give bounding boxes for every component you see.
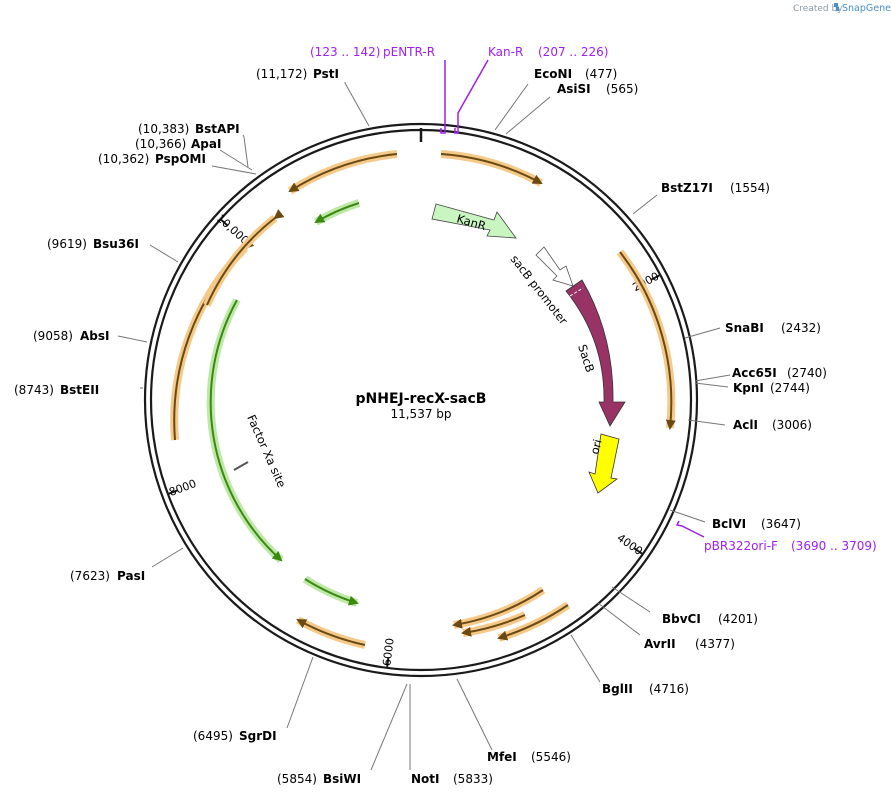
ori-arrow	[588, 433, 620, 494]
tick-label: 4000	[615, 531, 645, 558]
tick-mark	[386, 657, 390, 667]
site-name: SgrDI	[239, 729, 277, 743]
site-pos: (5854)	[277, 772, 317, 786]
snapgene-logo-icon	[834, 3, 839, 11]
orf-arc-9	[296, 616, 366, 649]
site-name: Acc65I	[732, 366, 777, 380]
site-name: Bsu36I	[93, 237, 139, 251]
site-pos: (10,362)	[98, 152, 149, 166]
site-pos: (10,383)	[138, 122, 189, 136]
site-name: ApaI	[191, 137, 221, 151]
primer-pentr-r-pos: (123 .. 142)	[310, 45, 380, 59]
primer-pentr-r-name: pENTR-R	[383, 45, 435, 59]
site-pos: (3647)	[761, 517, 801, 531]
ori-label: ori	[587, 438, 604, 456]
tick-mark	[168, 489, 178, 495]
site-name: MfeI	[487, 750, 517, 764]
primer-kan-r-pos: (207 .. 226)	[538, 45, 608, 59]
site-name: PasI	[117, 569, 145, 583]
site-pos: (4377)	[695, 637, 735, 651]
tick-mark	[220, 219, 229, 227]
tick-mark	[650, 274, 660, 281]
kanr-arrow	[431, 203, 517, 239]
factor-xa-mark	[233, 461, 249, 471]
site-pos: (565)	[606, 82, 638, 96]
site-pos: (2740)	[787, 366, 827, 380]
kanr-label: KanR	[455, 211, 487, 233]
site-name: PstI	[313, 67, 339, 81]
site-name: BstEII	[60, 383, 99, 397]
sacb-promoter-label: sacB promoter	[508, 252, 571, 327]
site-pos: (8743)	[14, 383, 54, 397]
sacb-arrow	[565, 279, 626, 427]
site-name: PspOMI	[155, 152, 206, 166]
snapgene-brand: Created by SnapGene	[793, 3, 891, 14]
primer-markers	[440, 59, 705, 538]
site-pos: (4201)	[718, 612, 758, 626]
site-pos: (11,172)	[256, 67, 307, 81]
site-pos: (9058)	[33, 329, 73, 343]
orf-arc-1	[440, 150, 543, 187]
primer-kan-r-name: Kan-R	[488, 45, 523, 59]
site-pos: (4716)	[649, 682, 689, 696]
site-pos: (2744)	[770, 381, 810, 395]
factor-xa-label: Factor Xa site	[244, 413, 289, 490]
primer-pbr322ori-f-name: pBR322ori-F	[704, 539, 778, 553]
orf-arc-3	[287, 150, 398, 195]
site-name: AsiSI	[557, 82, 591, 96]
site-name: BstAPI	[195, 122, 240, 136]
tick-label: 6000	[380, 637, 396, 666]
site-name: BstZ17I	[661, 181, 713, 195]
site-pos: (7623)	[70, 569, 110, 583]
site-pos: (477)	[585, 67, 617, 81]
plasmid-size: 11,537 bp	[390, 407, 451, 421]
sacb-label: SacB	[575, 343, 597, 375]
site-labels: (11,172) PstI EcoNI (477) AsiSI (565) (1…	[14, 67, 827, 786]
site-pos: (5833)	[453, 772, 493, 786]
site-pos: (3006)	[772, 418, 812, 432]
tick-mark	[633, 547, 643, 555]
site-name: BglII	[602, 682, 633, 696]
site-name: NotI	[411, 772, 440, 786]
site-pos: (10,366)	[135, 137, 186, 151]
plasmid-title: pNHEJ-recX-sacB	[356, 391, 487, 407]
site-name: KpnI	[733, 381, 764, 395]
site-name: AvrII	[644, 637, 676, 651]
site-name: BbvCI	[662, 612, 701, 626]
site-pos: (2432)	[781, 321, 821, 335]
orf-arc-6	[453, 586, 546, 629]
site-name: BsiWI	[323, 772, 361, 786]
site-name: SnaBI	[725, 321, 764, 335]
leader-lines	[117, 82, 731, 771]
site-name: AclI	[733, 418, 758, 432]
brand-name: SnapGene	[842, 3, 891, 14]
tick-label: 8000	[167, 477, 198, 499]
green-arcs	[206, 199, 361, 607]
site-pos: (5546)	[531, 750, 571, 764]
site-pos: (6495)	[193, 729, 233, 743]
site-name: AbsI	[80, 329, 109, 343]
sacb-promoter-arrow	[535, 246, 574, 287]
brand-created-by: Created by	[793, 4, 843, 14]
orf-arcs	[170, 150, 676, 649]
site-name: BclVI	[712, 517, 746, 531]
primer-pbr322ori-f-pos: (3690 .. 3709)	[791, 539, 877, 553]
site-pos: (9619)	[47, 237, 87, 251]
site-pos: (1554)	[730, 181, 770, 195]
site-name: EcoNI	[534, 67, 572, 81]
